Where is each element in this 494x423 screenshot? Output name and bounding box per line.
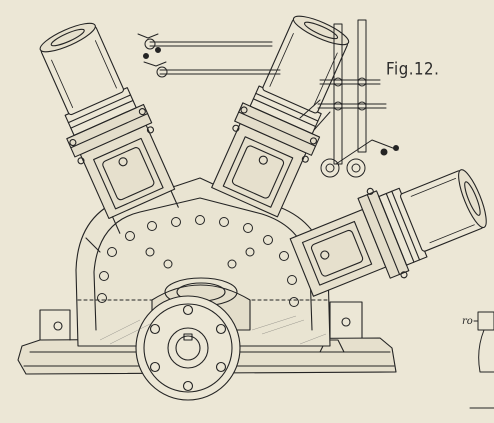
valve-gear — [137, 33, 281, 78]
center-cylinder — [211, 15, 350, 218]
coupling-flange — [135, 295, 241, 401]
valve-rods — [299, 19, 399, 178]
side-figure-label: ro — [462, 316, 473, 327]
left-cylinder — [39, 22, 179, 234]
adjacent-figure-fragment — [469, 311, 494, 409]
shading — [99, 315, 327, 345]
figure-label: Fig.12. — [386, 59, 440, 80]
crankcase-bolts — [97, 215, 299, 307]
right-cylinder — [289, 169, 487, 297]
